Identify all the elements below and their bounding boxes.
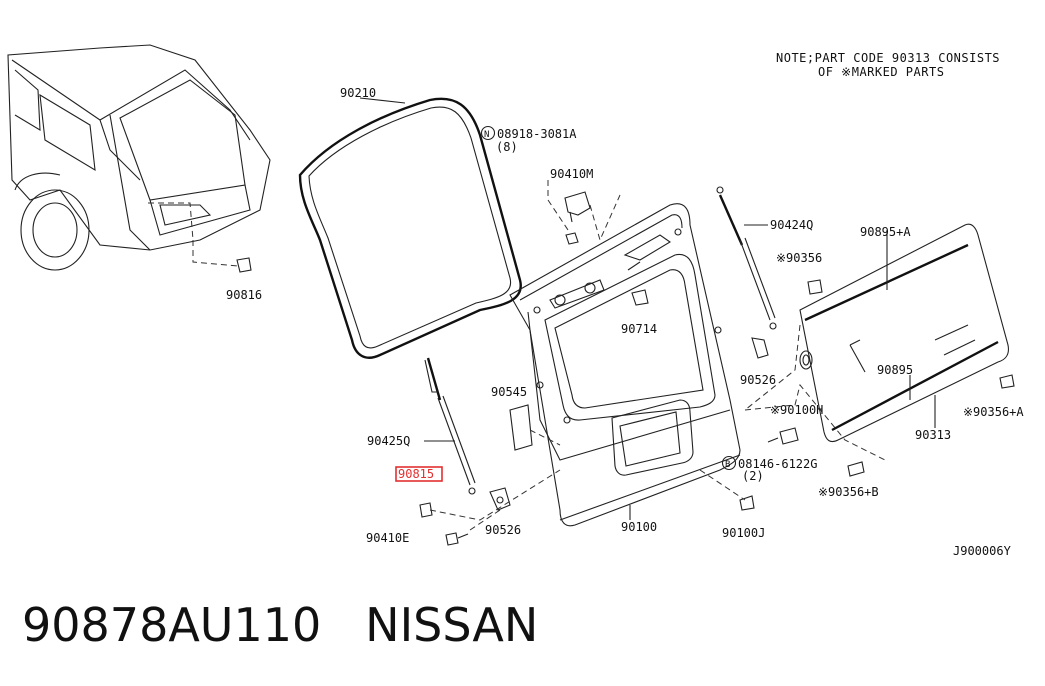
clip-90356A bbox=[999, 374, 1015, 389]
gas-stay-90424Q bbox=[716, 186, 777, 330]
weatherstrip-90210 bbox=[298, 97, 522, 359]
footer-caption: 90878AU110 NISSAN bbox=[22, 598, 538, 652]
lock-90410M bbox=[547, 180, 621, 245]
note-line-1: NOTE;PART CODE 90313 CONSISTS bbox=[776, 51, 1000, 65]
label-90210: 90210 bbox=[340, 86, 376, 100]
exploded-parts-diagram: NOTE;PART CODE 90313 CONSISTS OF ※MARKED… bbox=[7, 44, 1024, 558]
label-90410M: 90410M bbox=[550, 167, 593, 181]
label-90100H: ※90100H bbox=[770, 403, 823, 417]
back-glass-90313 bbox=[799, 223, 1009, 443]
label-08146-qty: (2) bbox=[742, 469, 764, 483]
part-number: 90878AU110 bbox=[22, 598, 322, 652]
label-08146: 08146-6122G bbox=[738, 457, 817, 471]
label-90815: 90815 bbox=[398, 467, 434, 481]
badge-b-icon bbox=[721, 455, 737, 471]
cover-90545 bbox=[509, 404, 561, 451]
back-door-90100 bbox=[509, 203, 741, 527]
label-90526-left: 90526 bbox=[485, 523, 521, 537]
brand-name: NISSAN bbox=[365, 598, 539, 652]
vehicle-rear-illustration bbox=[7, 44, 271, 271]
bolt-08146 bbox=[767, 427, 799, 445]
clip-90356 bbox=[807, 279, 823, 295]
label-90425Q: 90425Q bbox=[367, 434, 410, 448]
bumper-90815 bbox=[419, 502, 433, 518]
label-90714: 90714 bbox=[621, 322, 657, 336]
label-08918: 08918-3081A bbox=[497, 127, 577, 141]
label-90356B: ※90356+B bbox=[818, 485, 879, 499]
hinge-90526-right bbox=[751, 337, 769, 359]
note-line-2: OF ※MARKED PARTS bbox=[818, 65, 944, 79]
clip-90816 bbox=[236, 257, 252, 273]
clip-90356B bbox=[847, 461, 865, 477]
label-90410E: 90410E bbox=[366, 531, 409, 545]
label-90526-right: 90526 bbox=[740, 373, 776, 387]
label-90545: 90545 bbox=[491, 385, 527, 399]
hinge-90526-left bbox=[489, 487, 511, 511]
label-90424Q: 90424Q bbox=[770, 218, 813, 232]
badge-n-icon bbox=[480, 125, 496, 141]
latch-90714 bbox=[627, 261, 649, 306]
diagram-code: J900006Y bbox=[953, 544, 1012, 558]
label-90895A: 90895+A bbox=[860, 225, 911, 239]
badge-b-text: B bbox=[725, 460, 730, 470]
clip-90100J bbox=[699, 469, 755, 511]
highlight-box-90815 bbox=[395, 466, 443, 482]
label-90100J: 90100J bbox=[722, 526, 765, 540]
label-90816: 90816 bbox=[226, 288, 262, 302]
bolt-90410E bbox=[445, 532, 469, 546]
label-90356: ※90356 bbox=[776, 251, 822, 265]
badge-n-text: N bbox=[484, 130, 489, 140]
label-90895: 90895 bbox=[877, 363, 913, 377]
label-90100: 90100 bbox=[621, 520, 657, 534]
label-90313: 90313 bbox=[915, 428, 951, 442]
label-08918-qty: (8) bbox=[496, 140, 518, 154]
grommet-90100H bbox=[799, 350, 813, 370]
label-90356A: ※90356+A bbox=[963, 405, 1024, 419]
